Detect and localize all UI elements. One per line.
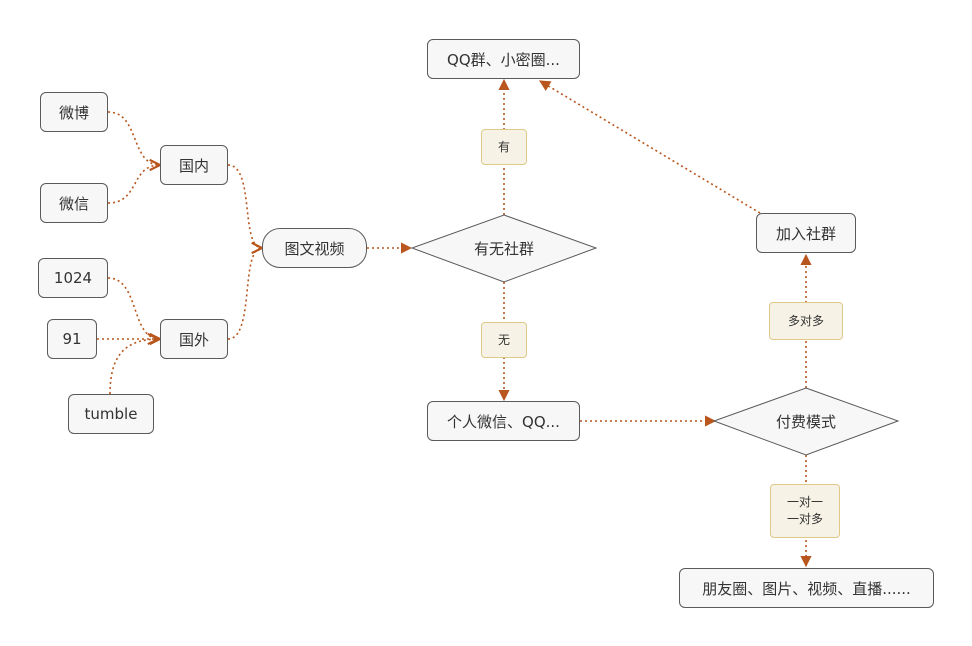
- edge-label-many-to-many: 多对多: [769, 302, 843, 340]
- node-personal-wechat[interactable]: 个人微信、QQ...: [427, 401, 580, 441]
- node-tuwen-video[interactable]: 图文视频: [262, 228, 367, 268]
- node-guowai[interactable]: 国外: [160, 319, 228, 359]
- node-join-group[interactable]: 加入社群: [756, 213, 856, 253]
- node-weibo[interactable]: 微博: [40, 92, 108, 132]
- edge-guonei-tuwen: [227, 164, 262, 248]
- edge-label-wu: 无: [481, 322, 527, 358]
- node-1024[interactable]: 1024: [38, 258, 108, 298]
- edge-join-qq: [539, 80, 761, 214]
- edge-label-one-to-many: 一对多: [786, 512, 823, 526]
- edge-label-one-to-one: 一对一: [786, 495, 823, 509]
- edge-1024-guowai: [107, 277, 160, 339]
- node-weixin[interactable]: 微信: [40, 183, 108, 223]
- node-guonei[interactable]: 国内: [160, 145, 228, 185]
- paid-mode-decision-shape: [712, 387, 900, 456]
- has-group-decision-shape: [410, 214, 598, 283]
- edge-tumble-guowai: [109, 339, 160, 395]
- node-qq-group[interactable]: QQ群、小密圈...: [427, 39, 580, 79]
- edge-label-you: 有: [481, 129, 527, 165]
- node-has-group[interactable]: 有无社群: [473, 239, 534, 258]
- edge-weixin-guonei: [107, 165, 160, 204]
- node-paid-mode[interactable]: 付费模式: [775, 412, 836, 431]
- edge-label-one-to-one-many: 一对一 一对多: [770, 484, 840, 538]
- edge-weibo-guonei: [107, 111, 160, 165]
- node-moments[interactable]: 朋友圈、图片、视频、直播......: [679, 568, 934, 608]
- edge-guowai-tuwen: [227, 248, 262, 340]
- node-91[interactable]: 91: [47, 319, 97, 359]
- node-tumble[interactable]: tumble: [68, 394, 154, 434]
